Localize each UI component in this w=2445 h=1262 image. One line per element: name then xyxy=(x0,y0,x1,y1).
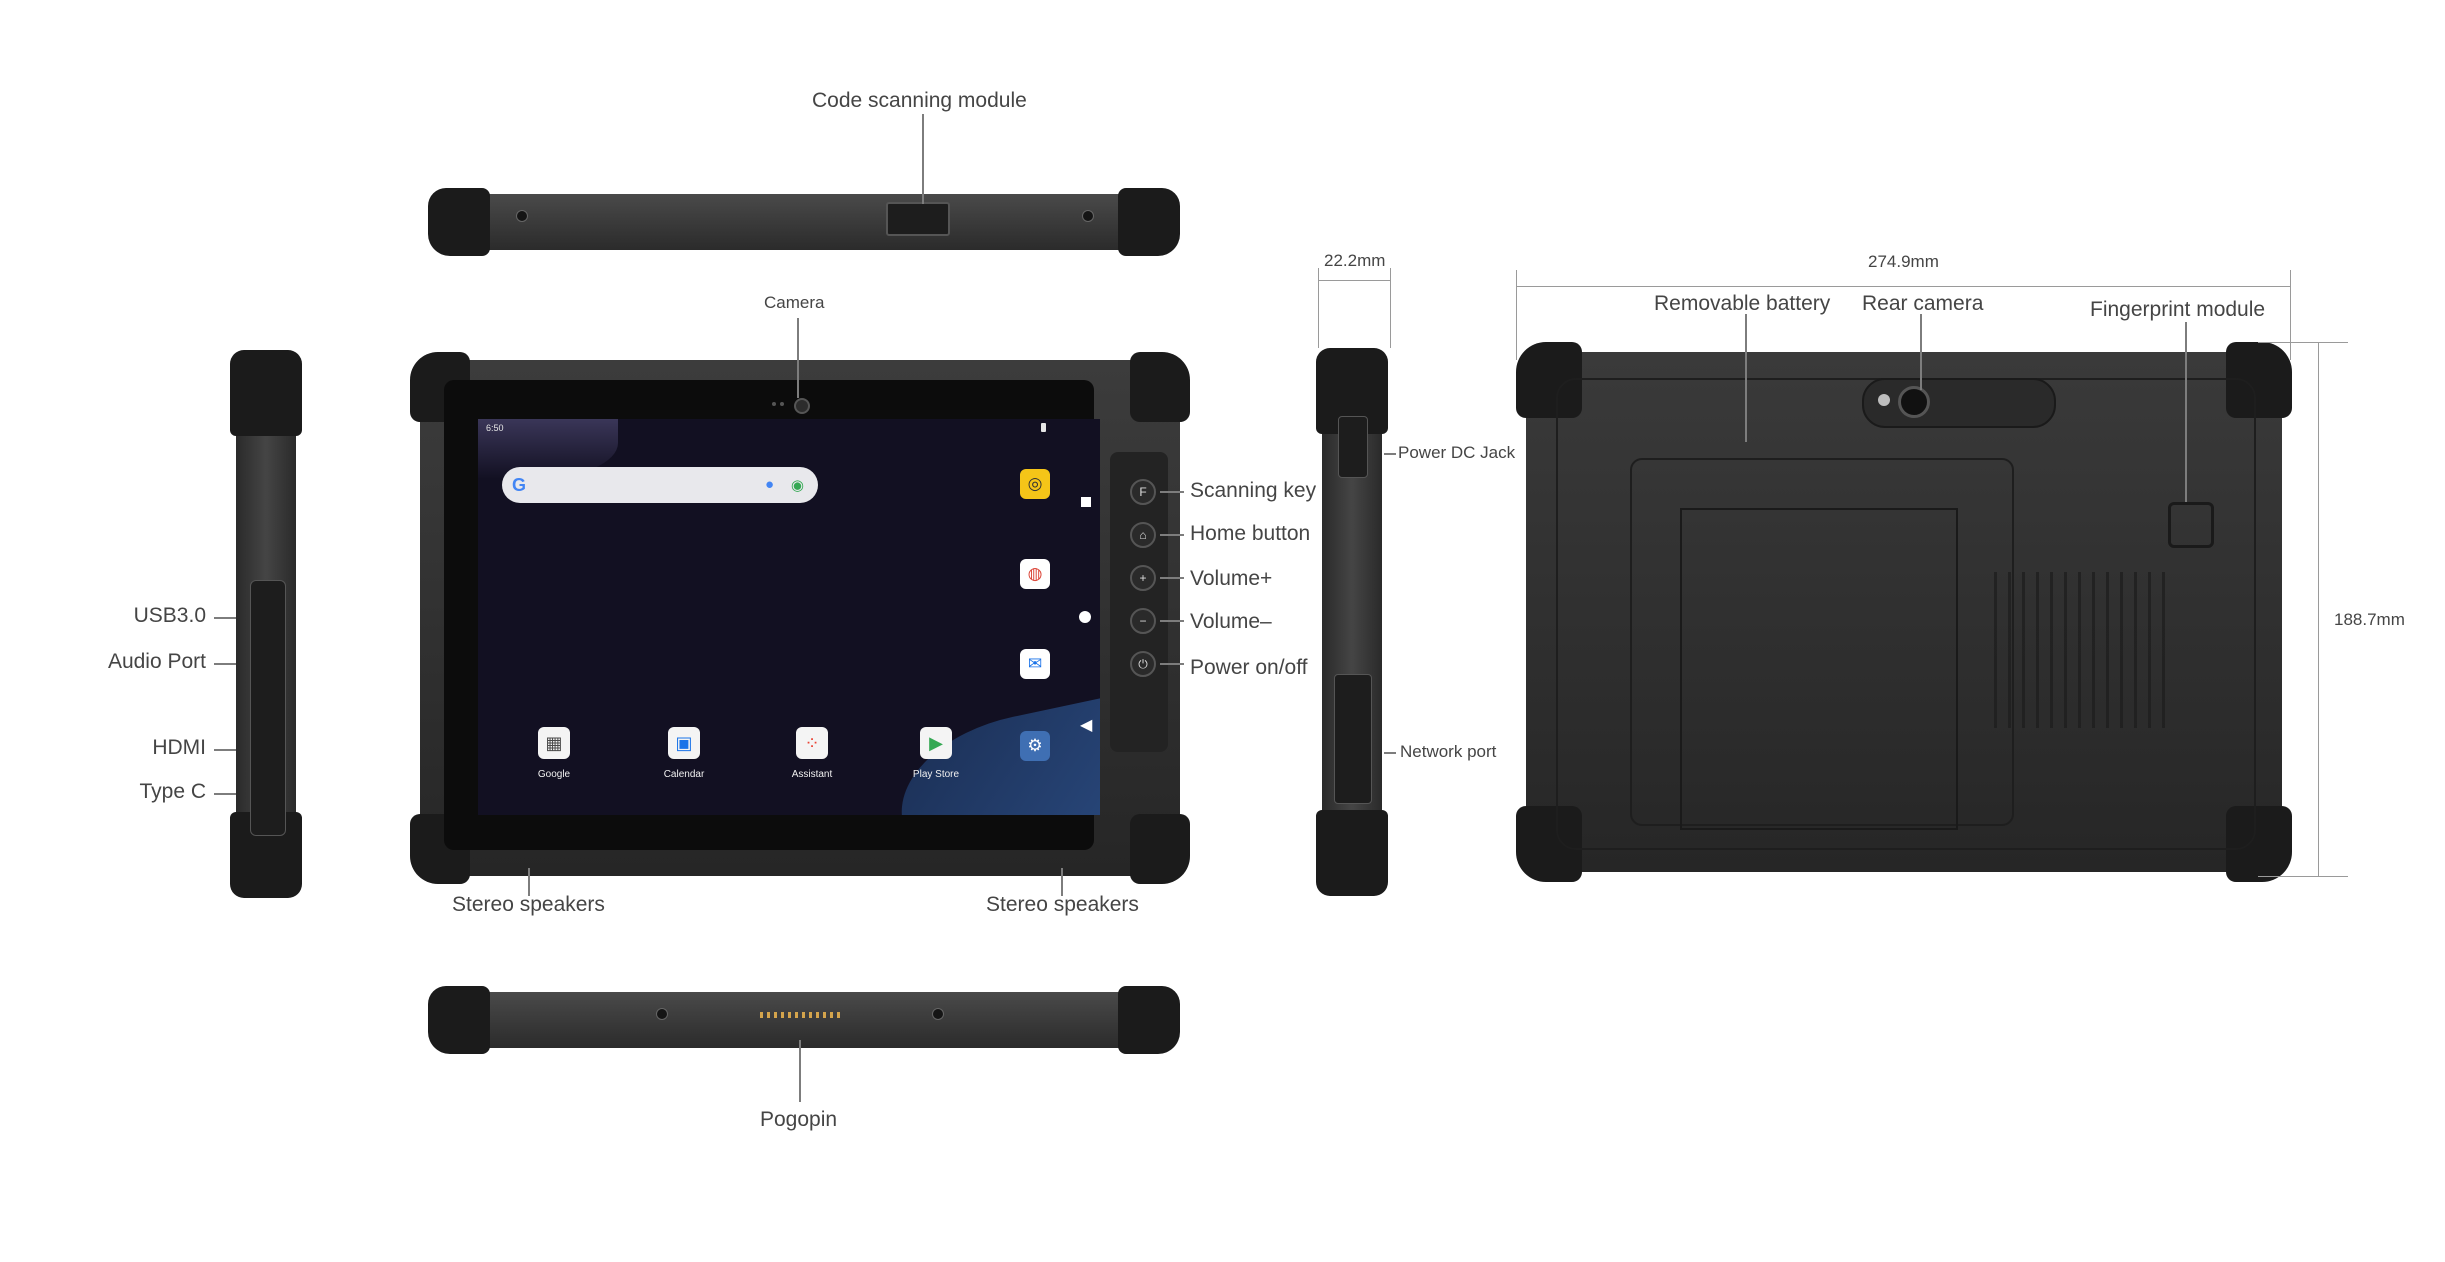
google-g-icon: G xyxy=(512,475,527,495)
label-audio-port: Audio Port xyxy=(107,650,206,673)
scanner-window xyxy=(886,202,950,236)
fingerprint-sensor xyxy=(2168,502,2214,548)
right-side-view xyxy=(1314,348,1390,896)
bottom-edge-view xyxy=(428,984,1180,1056)
tablet-screen: 6:50 G ● ◉ ◎ ◍ ✉ ⚙ ◀ ▦ Google ▣ Calendar… xyxy=(478,419,1100,815)
label-code-scanning-module: Code scanning module xyxy=(812,89,1027,112)
volume-up-button[interactable]: + xyxy=(1130,565,1156,591)
messages-icon[interactable]: ✉ xyxy=(1020,649,1050,679)
rear-camera-module xyxy=(1862,378,2056,428)
mic-icon[interactable]: ● xyxy=(764,476,774,493)
logo-pattern xyxy=(1994,572,2170,728)
app-label-assistant: Assistant xyxy=(791,769,833,780)
dimension-width: 274.9mm xyxy=(1868,252,1939,271)
nav-home-icon[interactable] xyxy=(1079,611,1091,623)
calendar-icon[interactable]: ▣ xyxy=(668,727,700,759)
label-pogopin: Pogopin xyxy=(760,1108,838,1131)
chrome-icon[interactable]: ◍ xyxy=(1020,559,1050,589)
label-camera: Camera xyxy=(764,293,825,312)
assistant-icon[interactable]: ⁘ xyxy=(796,727,828,759)
rear-camera-lens xyxy=(1898,386,1930,418)
nav-recents-icon[interactable] xyxy=(1081,497,1091,507)
lens-icon[interactable]: ◉ xyxy=(790,477,804,494)
label-removable-battery: Removable battery xyxy=(1654,292,1831,315)
dimension-thickness: 22.2mm xyxy=(1324,251,1386,270)
app-label-play-store: Play Store xyxy=(912,769,960,780)
nav-back-icon[interactable]: ◀ xyxy=(1080,717,1093,734)
app-label-calendar: Calendar xyxy=(663,769,705,780)
dc-jack-cover xyxy=(1338,416,1368,478)
google-search-bar[interactable]: G ● ◉ xyxy=(502,467,818,503)
app-label-google: Google xyxy=(537,769,571,780)
dimension-height: 188.7mm xyxy=(2334,610,2405,629)
google-folder-icon[interactable]: ▦ xyxy=(538,727,570,759)
flash-icon xyxy=(1878,394,1890,406)
scanning-key-button[interactable]: F xyxy=(1130,479,1156,505)
settings-icon[interactable]: ⚙ xyxy=(1020,731,1050,761)
label-home-button: Home button xyxy=(1190,522,1311,545)
label-volume-down: Volume– xyxy=(1190,610,1272,633)
label-power: Power on/off xyxy=(1190,656,1308,679)
label-stereo-speakers-right: Stereo speakers xyxy=(986,893,1139,916)
pogopin-connector xyxy=(760,1012,840,1018)
power-button[interactable]: ⏻ xyxy=(1130,651,1156,677)
volume-down-button[interactable]: − xyxy=(1130,608,1156,634)
home-key-button[interactable]: ⌂ xyxy=(1130,522,1156,548)
label-usb: USB3.0 xyxy=(133,604,206,627)
label-type-c: Type C xyxy=(139,780,206,803)
label-scanning-key: Scanning key xyxy=(1190,479,1317,502)
label-network-port: Network port xyxy=(1400,742,1497,761)
top-edge-view xyxy=(428,186,1180,258)
camera-app-icon[interactable]: ◎ xyxy=(1020,469,1050,499)
label-rear-camera: Rear camera xyxy=(1862,292,1984,315)
front-camera xyxy=(794,398,810,414)
status-time: 6:50 xyxy=(486,423,504,433)
label-stereo-speakers-left: Stereo speakers xyxy=(452,893,605,916)
back-view xyxy=(1516,342,2292,882)
network-port-cover xyxy=(1334,674,1372,804)
label-fingerprint-module: Fingerprint module xyxy=(2090,298,2266,321)
label-volume-up: Volume+ xyxy=(1190,567,1273,590)
play-store-icon[interactable]: ▶ xyxy=(920,727,952,759)
label-hdmi: HDMI xyxy=(152,736,206,759)
left-side-view xyxy=(228,350,304,898)
label-power-dc-jack: Power DC Jack xyxy=(1398,443,1516,462)
battery-icon xyxy=(1041,423,1046,432)
